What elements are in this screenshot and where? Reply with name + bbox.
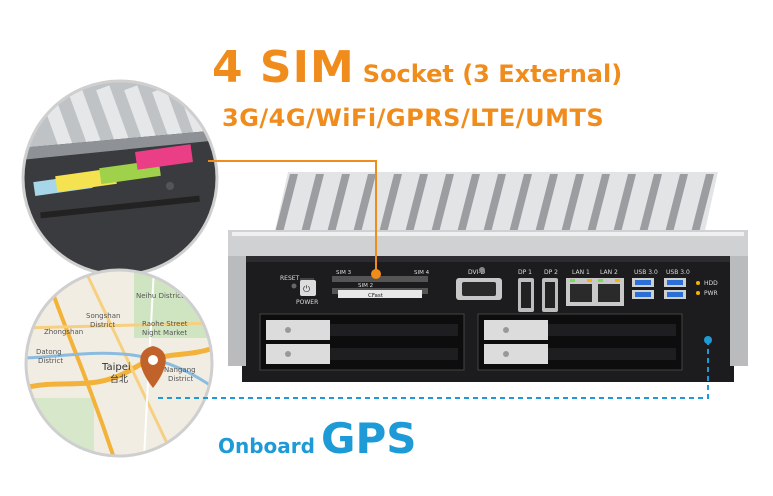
gps-callout-dot-icon — [704, 336, 712, 344]
sim-callout-dot-icon — [371, 269, 381, 279]
sim-socket-text: Socket (3 External) — [362, 60, 623, 88]
reset-button[interactable] — [291, 283, 297, 289]
sim2-label: SIM 2 — [358, 283, 373, 289]
reset-label: RESET — [280, 275, 300, 282]
power-button[interactable] — [300, 280, 316, 296]
svg-text:Raohe Street: Raohe Street — [142, 320, 188, 328]
svg-text:台北: 台北 — [110, 373, 128, 385]
usb2-label: USB 3.0 — [666, 269, 690, 276]
sim-slot-3-4[interactable] — [332, 276, 428, 282]
svg-text:Datong: Datong — [36, 348, 62, 356]
lan2-label: LAN 2 — [600, 269, 618, 276]
pwr-led-icon — [696, 291, 700, 295]
dvi-label: DVI-D — [468, 269, 486, 276]
usb1-label: USB 3.0 — [634, 269, 658, 276]
cfast-slot[interactable] — [338, 290, 422, 298]
svg-text:Nangang: Nangang — [164, 366, 196, 374]
dp1-label: DP 1 — [518, 269, 532, 276]
svg-text:District: District — [90, 321, 115, 329]
cfast-label: CFast — [368, 293, 384, 299]
drive-bay-right[interactable] — [477, 313, 683, 371]
lan1-label: LAN 1 — [572, 269, 590, 276]
heatsink-fins — [228, 172, 748, 262]
power-label: POWER — [296, 299, 318, 306]
hdd-led-icon — [696, 281, 700, 285]
sim-closeup-image — [21, 79, 219, 277]
usb-ports[interactable] — [632, 278, 686, 299]
svg-text:Zhongshan: Zhongshan — [44, 328, 83, 336]
svg-text:Night Market: Night Market — [142, 329, 187, 337]
hdd-label: HDD — [704, 280, 718, 287]
sim3-label: SIM 3 — [336, 270, 352, 276]
dp2-label: DP 2 — [544, 269, 558, 276]
gps-onboard-text: Onboard — [218, 434, 315, 458]
location-pin-icon — [140, 346, 166, 388]
box-pc-device: RESET ⏻ POWER SIM 3 SIM 4 SIM 2 CFast DV… — [228, 172, 748, 382]
power-icon: ⏻ — [303, 284, 310, 295]
sim-count-text: 4 SIM — [212, 42, 355, 93]
network-types-text: 3G/4G/WiFi/GPRS/LTE/UMTS — [222, 104, 605, 132]
svg-text:District: District — [168, 375, 193, 383]
drive-bay-left[interactable] — [259, 313, 465, 371]
svg-text:Taipei: Taipei — [101, 362, 131, 373]
sim4-label: SIM 4 — [414, 270, 430, 276]
pwr-label: PWR — [704, 290, 718, 297]
svg-text:Neihu District: Neihu District — [136, 292, 184, 300]
gps-map-image: Neihu District Songshan District Raohe S… — [24, 268, 214, 458]
gps-text: GPS — [320, 414, 417, 463]
svg-text:District: District — [38, 357, 63, 365]
svg-text:Songshan: Songshan — [86, 312, 120, 320]
